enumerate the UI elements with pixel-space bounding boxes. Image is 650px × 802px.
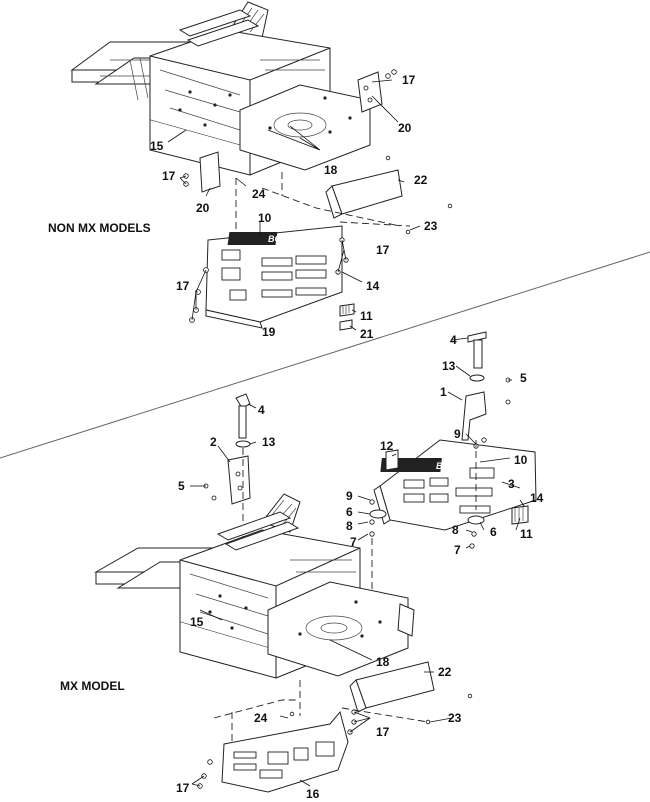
callout-11: 11 [360,309,373,323]
section-title-non-mx: NON MX MODELS [48,221,151,235]
callout-18-mx: 18 [376,655,390,669]
callout-10: 10 [258,211,272,225]
callout-1: 1 [440,385,447,399]
callout-7-b: 7 [454,543,461,557]
leader-lines [167,79,525,787]
skid-shield-22 [331,169,403,215]
callout-14: 14 [366,279,380,293]
dashed-guide-lines-mx-lower [213,680,429,744]
callout-5-a: 5 [520,371,527,385]
callouts-mx: 4 13 5 1 4 13 2 5 9 12 10 3 9 6 8 7 14 1… [176,333,544,801]
callout-15: 15 [150,139,164,153]
callout-7-a: 7 [350,535,357,549]
callout-24: 24 [252,187,266,201]
skid-shield-22-mx [355,661,435,709]
callout-4-b: 4 [258,403,265,417]
dashed-guide-lines-mx-upper [242,440,477,590]
frame-assembly-non-mx [70,1,371,176]
section-title-mx: MX MODEL [60,679,125,693]
callout-22: 22 [414,173,428,187]
callout-17-d: 17 [176,279,190,293]
decal-11-non-mx [339,303,355,317]
callout-17-mx-b: 17 [176,781,190,795]
callout-10-mx: 10 [514,453,528,467]
callout-13-b: 13 [262,435,276,449]
decal-11-mx [511,505,529,525]
callout-17-mx-a: 17 [376,725,390,739]
decal-text-non-mx: BOB-CAT [268,234,310,244]
callout-8-b: 8 [452,523,459,537]
section-divider-line [0,251,650,459]
callout-2: 2 [210,435,217,449]
handle-assembly-right [461,331,511,441]
callout-14-mx: 14 [530,491,544,505]
callout-19: 19 [262,325,276,339]
front-guard-3: BOB-CAT [373,439,537,531]
handle-assembly-left [203,393,251,505]
callout-23: 23 [424,219,438,233]
callout-9-b: 9 [346,489,353,503]
callout-9-a: 9 [454,427,461,441]
callout-18: 18 [324,163,338,177]
callout-13-a: 13 [442,359,456,373]
frame-assembly-mx [94,493,415,679]
callout-15-mx: 15 [190,615,204,629]
callout-11-mx: 11 [520,527,533,541]
callout-20-a: 20 [398,121,412,135]
callout-17-a: 17 [402,73,416,87]
callouts-non-mx: 17 20 15 18 17 24 20 22 23 10 17 17 14 1… [150,73,438,341]
callout-5-b: 5 [178,479,185,493]
callout-4-a: 4 [450,333,457,347]
callout-3: 3 [508,477,515,491]
decal-21 [339,319,353,331]
decal-12 [385,449,399,471]
front-guard-19: BOB-CAT [205,225,343,329]
callout-17-c: 17 [376,243,390,257]
callout-6-a: 6 [346,505,353,519]
callout-24-mx: 24 [254,711,268,725]
callout-21: 21 [360,327,374,341]
deck-plate-mx [267,581,409,677]
callout-17-b: 17 [162,169,176,183]
callout-20-b: 20 [196,201,210,215]
callout-12: 12 [380,439,394,453]
callout-16: 16 [306,787,320,801]
decal-text-mx: BOB-CAT [436,461,478,471]
callout-23-mx: 23 [448,711,462,725]
bracket-20-right [357,71,383,113]
callout-22-mx: 22 [438,665,452,679]
bottom-guard-16 [221,710,349,793]
callout-8-a: 8 [346,519,353,533]
callout-6-b: 6 [490,525,497,539]
bracket-20-left [199,151,221,193]
deck-plate [239,84,371,171]
dashed-guide-lines-non-mx [235,172,411,236]
